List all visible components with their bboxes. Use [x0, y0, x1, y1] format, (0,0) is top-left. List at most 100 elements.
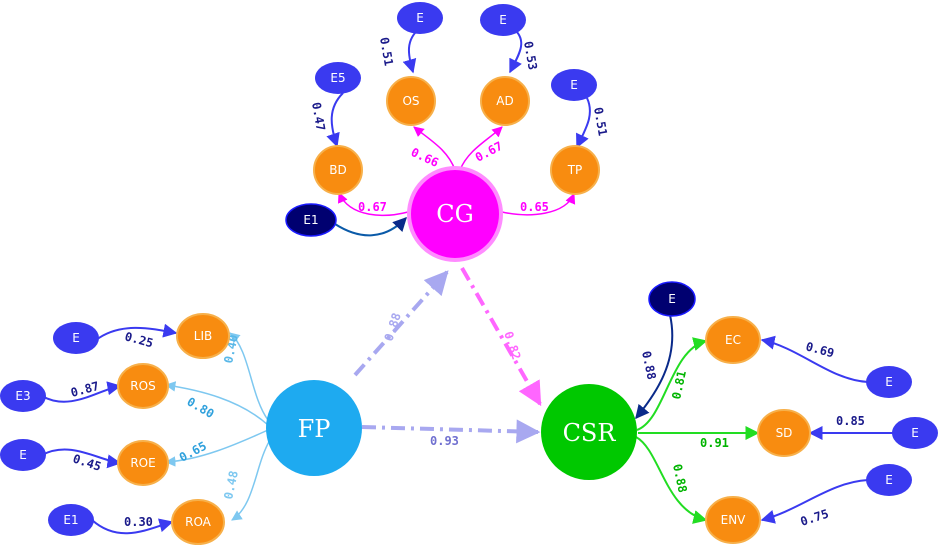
error-node-ad: E: [480, 4, 526, 36]
svg-text:CG: CG: [436, 200, 474, 228]
edge-e-lib: [95, 323, 178, 341]
error-node-env: E: [866, 464, 912, 496]
svg-text:BD: BD: [329, 163, 346, 177]
edge-csr-ec: [636, 337, 708, 431]
svg-text:E5: E5: [330, 71, 345, 85]
coef-cg-bd: 0.67: [358, 200, 387, 214]
edge-fp-ros: [164, 381, 269, 426]
coef-e-tp: 0.51: [591, 106, 610, 137]
coef-fp-roe: 0.65: [177, 439, 209, 465]
svg-text:E: E: [885, 473, 893, 487]
error-node-os: E: [397, 2, 443, 34]
svg-text:E1: E1: [63, 513, 78, 527]
edge-e-roa: [91, 518, 174, 535]
svg-text:SD: SD: [776, 426, 793, 440]
coef-e-roa: 0.30: [124, 515, 153, 529]
coef-csr-sd: 0.91: [700, 436, 729, 450]
error-node-roe: E: [0, 439, 46, 471]
svg-text:LIB: LIB: [194, 329, 212, 343]
edge-fp-roe: [164, 429, 269, 467]
latent-node-csr: CSR: [541, 384, 637, 480]
error-node-csr: E: [648, 281, 696, 317]
latent-node-cg: CG: [407, 166, 503, 262]
svg-text:E1: E1: [303, 213, 318, 227]
error-node-ec: E: [866, 366, 912, 398]
coef-csr-ec: 0.81: [669, 369, 689, 400]
edge-fp-lib: [229, 332, 269, 421]
svg-text:OS: OS: [402, 94, 419, 108]
coef-e-lib: 0.25: [123, 329, 155, 350]
svg-text:E: E: [570, 78, 578, 92]
coef-e-env: 0.75: [799, 507, 831, 529]
indicator-node-roe: ROE: [117, 440, 169, 486]
edge-cg-os: [413, 126, 456, 171]
coef-csr-env: 0.88: [670, 463, 690, 494]
coef-fp-csr: 0.93: [430, 434, 459, 448]
svg-text:E: E: [668, 292, 676, 306]
indicator-node-ad: AD: [480, 76, 530, 126]
edge-cg-bd: [338, 192, 409, 217]
coef-e-sd: 0.85: [836, 414, 865, 428]
svg-text:E: E: [885, 375, 893, 389]
error-node-ros: E3: [0, 380, 46, 412]
indicator-node-roa: ROA: [171, 499, 225, 545]
indicator-node-ros: ROS: [117, 363, 169, 409]
coef-cg-tp: 0.65: [520, 200, 549, 214]
coef-fp-roa: 0.48: [221, 469, 241, 500]
coef-fp-ros: 0.80: [185, 394, 217, 421]
error-node-sd: E: [892, 417, 938, 449]
edge-e-ec: [760, 335, 869, 383]
svg-text:AD: AD: [496, 94, 513, 108]
path-cg-csr: [460, 267, 542, 407]
edge-e-csr: [635, 314, 674, 420]
edge-e1-cg: [334, 216, 407, 237]
indicator-node-tp: TP: [550, 145, 600, 195]
coef-e-roe: 0.45: [71, 452, 103, 474]
svg-text:FP: FP: [298, 415, 331, 443]
error-node-cg: E1: [285, 203, 337, 237]
svg-text:E: E: [499, 13, 507, 27]
coef-e-ros: 0.87: [69, 379, 101, 400]
path-fp-csr: [361, 419, 541, 444]
edge-e-os: [402, 27, 421, 74]
svg-text:E: E: [416, 11, 424, 25]
indicator-node-env: ENV: [705, 496, 761, 544]
path-fp-cg: [353, 270, 449, 377]
svg-text:ROA: ROA: [185, 515, 212, 529]
indicator-node-ec: EC: [705, 316, 761, 364]
edge-e-ros: [41, 381, 122, 403]
edge-fp-roa: [231, 439, 271, 521]
svg-text:EC: EC: [725, 333, 741, 347]
svg-text:ROS: ROS: [130, 379, 155, 393]
svg-text:ROE: ROE: [130, 456, 155, 470]
error-node-roa: E1: [48, 504, 94, 536]
coef-e-os: 0.51: [377, 36, 396, 67]
indicator-node-lib: LIB: [176, 313, 230, 359]
svg-text:E: E: [19, 448, 27, 462]
error-node-bd: E5: [315, 62, 361, 94]
indicator-node-sd: SD: [757, 409, 811, 457]
edge-e-tp: [576, 97, 591, 149]
svg-text:E: E: [72, 331, 80, 345]
svg-text:E: E: [911, 426, 919, 440]
error-node-tp: E: [551, 69, 597, 101]
svg-text:ENV: ENV: [721, 513, 747, 527]
edge-e-bd: [326, 92, 344, 148]
edge-cg-tp: [501, 193, 576, 216]
coef-e-csr: 0.88: [639, 350, 659, 381]
edge-cg-ad: [459, 126, 503, 171]
edge-e-env: [760, 479, 869, 524]
coef-e-ec: 0.69: [804, 339, 836, 360]
latent-node-fp: FP: [266, 380, 362, 476]
svg-text:CSR: CSR: [563, 419, 617, 447]
edge-e-ad: [509, 29, 523, 74]
edge-csr-env: [635, 436, 708, 524]
coef-cg-ad: 0.67: [473, 139, 505, 165]
coef-e-bd: 0.47: [309, 101, 328, 132]
indicator-node-bd: BD: [313, 145, 363, 195]
coef-e-ad: 0.53: [521, 40, 540, 71]
svg-text:TP: TP: [567, 163, 583, 177]
edge-e-roe: [41, 448, 122, 469]
svg-text:E3: E3: [15, 389, 30, 403]
